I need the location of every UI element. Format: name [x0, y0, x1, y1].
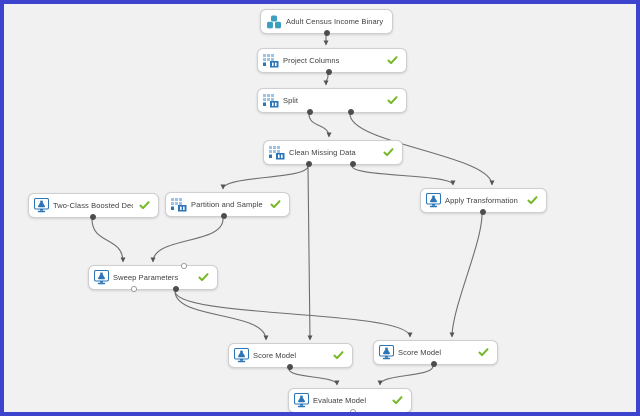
output-port[interactable]	[326, 69, 332, 75]
input-port[interactable]	[181, 263, 187, 269]
node-partition-and-sample[interactable]: Partition and Sample	[165, 192, 290, 219]
output-port[interactable]	[324, 30, 330, 36]
ml-module-icon	[379, 345, 394, 360]
edge-split-to-apply-transformation[interactable]	[349, 113, 495, 186]
ml-module-icon	[234, 348, 249, 363]
node-label: Project Columns	[283, 56, 340, 65]
node-clean-missing-data[interactable]: Clean Missing Data	[263, 140, 403, 167]
edge-sweep-parameters-to-score-model-left[interactable]	[174, 290, 269, 341]
output-port[interactable]	[131, 286, 137, 292]
output-port[interactable]	[306, 161, 312, 167]
node-score-model-right[interactable]: Score Model	[373, 340, 498, 367]
node-label: Clean Missing Data	[289, 148, 356, 157]
ml-module-icon	[426, 193, 441, 208]
output-port[interactable]	[348, 109, 354, 115]
dataset-icon	[267, 15, 281, 28]
status-success-icon	[383, 148, 394, 157]
node-adult-census-dataset[interactable]: Adult Census Income Binary C...	[260, 9, 393, 36]
node-label: Evaluate Model	[313, 396, 367, 405]
status-success-icon	[333, 351, 344, 360]
node-label: Partition and Sample	[191, 200, 263, 209]
status-success-icon	[198, 273, 209, 282]
node-score-model-left[interactable]: Score Model	[228, 343, 353, 370]
output-port[interactable]	[221, 213, 227, 219]
node-label: Apply Transformation	[445, 196, 518, 205]
node-label: Score Model	[253, 351, 297, 360]
edge-partition-and-sample-to-sweep-parameters[interactable]	[150, 218, 224, 263]
transform-icon	[269, 145, 285, 159]
output-port[interactable]	[431, 361, 437, 367]
edge-apply-transformation-to-score-model-right[interactable]	[449, 213, 483, 338]
output-port[interactable]	[90, 214, 96, 220]
edge-clean-missing-data-to-partition-and-sample[interactable]	[220, 165, 309, 190]
status-success-icon	[527, 196, 538, 205]
node-evaluate-model[interactable]: Evaluate Model	[288, 388, 412, 412]
node-sweep-parameters[interactable]: Sweep Parameters	[88, 263, 218, 292]
node-label: Split	[283, 96, 299, 105]
node-label: Score Model	[398, 348, 442, 357]
node-two-class-boosted-decision-tree[interactable]: Two-Class Boosted Decision T...	[28, 193, 159, 220]
edge-score-model-left-to-evaluate-model[interactable]	[288, 368, 340, 386]
output-port[interactable]	[350, 409, 356, 412]
status-success-icon	[392, 396, 403, 405]
node-label: Adult Census Income Binary C...	[286, 17, 384, 26]
output-port[interactable]	[173, 286, 179, 292]
output-port[interactable]	[350, 161, 356, 167]
edge-two-class-boosted-to-sweep-parameters[interactable]	[91, 218, 126, 263]
transform-icon	[263, 93, 279, 107]
edge-split-to-clean-missing-data[interactable]	[308, 113, 332, 138]
edge-sweep-parameters-to-score-model-right[interactable]	[174, 290, 413, 338]
transform-icon	[263, 53, 279, 67]
node-apply-transformation[interactable]: Apply Transformation	[420, 188, 547, 215]
output-port[interactable]	[287, 364, 293, 370]
status-success-icon	[387, 56, 398, 65]
ml-module-icon	[94, 270, 109, 285]
node-label: Two-Class Boosted Decision T...	[53, 201, 133, 210]
status-success-icon	[270, 200, 281, 209]
node-label: Sweep Parameters	[113, 273, 179, 282]
status-success-icon	[478, 348, 489, 357]
edge-clean-missing-data-to-apply-transformation[interactable]	[351, 165, 456, 186]
edge-score-model-right-to-evaluate-model[interactable]	[377, 365, 434, 386]
output-port[interactable]	[307, 109, 313, 115]
transform-icon	[171, 197, 187, 211]
node-split[interactable]: Split	[257, 88, 407, 115]
output-port[interactable]	[480, 209, 486, 215]
edge-project-columns-to-split[interactable]	[323, 73, 329, 86]
ml-module-icon	[294, 393, 309, 408]
ml-module-icon	[34, 198, 49, 213]
node-project-columns[interactable]: Project Columns	[257, 48, 407, 75]
edge-clean-missing-data-to-score-model-left[interactable]	[307, 165, 313, 341]
status-success-icon	[139, 201, 150, 210]
status-success-icon	[387, 96, 398, 105]
